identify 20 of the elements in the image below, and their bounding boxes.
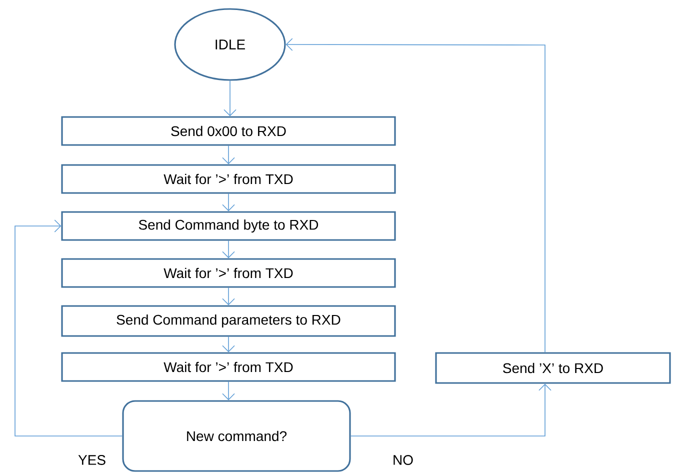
- process-box: Send 0x00 to RXD: [61, 116, 396, 146]
- process-box: Send ’X’ to RXD: [435, 352, 671, 384]
- edge-label: YES: [77, 454, 108, 466]
- process-box: Wait for ’>’ from TXD: [61, 164, 396, 194]
- arrow: [14, 220, 123, 436]
- process-box: Wait for ’>’ from TXD: [61, 352, 396, 382]
- arrow: [222, 381, 235, 400]
- arrow: [286, 38, 546, 353]
- arrow: [222, 193, 235, 212]
- arrow: [224, 80, 236, 116]
- arrow: [222, 336, 235, 352]
- arrow: [222, 145, 235, 164]
- process-box: Wait for ’>’ from TXD: [61, 258, 396, 288]
- edge-label: NO: [392, 454, 414, 466]
- arrow: [222, 240, 235, 258]
- arrow: [350, 384, 552, 436]
- arrow: [222, 287, 235, 306]
- process-box: Send Command parameters to RXD: [61, 305, 396, 337]
- process-box: Send Command byte to RXD: [61, 211, 396, 241]
- decision-box: New command?: [122, 400, 351, 472]
